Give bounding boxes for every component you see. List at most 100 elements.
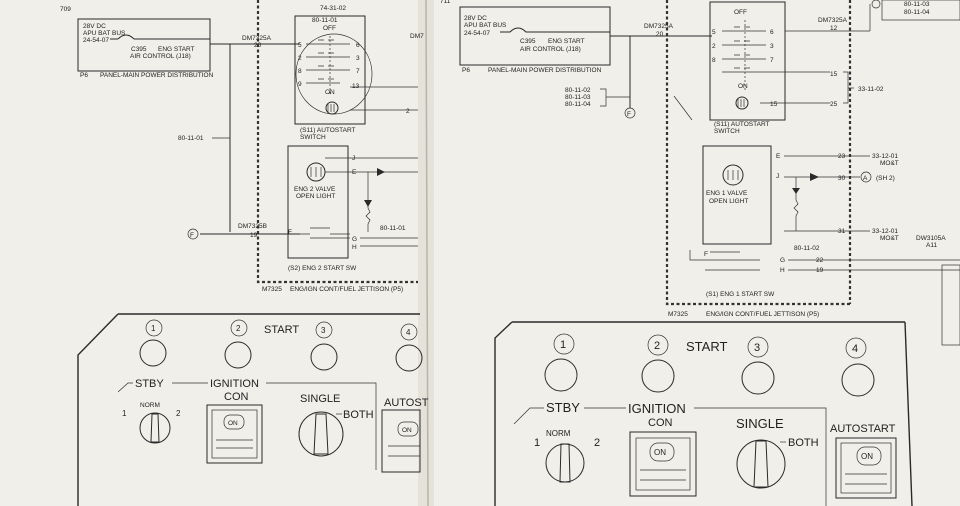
right-norm: NORM — [546, 429, 571, 438]
left-valve-block — [287, 145, 349, 259]
left-pin-l3: 8 — [298, 68, 302, 75]
left-con-switch-inner — [211, 409, 258, 459]
right-pin-r4: 15 — [770, 101, 778, 108]
left-pin-r2: 3 — [356, 55, 360, 62]
left-start-sw: (S2) ENG 2 START SW — [288, 265, 357, 272]
left-bus-ref: 24-54-07 — [83, 37, 109, 44]
right-wire-main-num: 20 — [656, 31, 664, 38]
right-module-name: ENG/IGN CONT/FUEL JETTISON (P5) — [706, 311, 819, 318]
left-page-number: 709 — [60, 6, 71, 13]
right-diode-2 — [792, 188, 800, 194]
right-pos1: 1 — [534, 437, 540, 449]
right-conn-f: F — [704, 251, 708, 258]
right-con-switch[interactable] — [629, 431, 697, 497]
right-bus: APU BAT BUS — [464, 22, 507, 29]
right-out-f-ref: 33-12-01 — [872, 228, 898, 235]
right-top-wire — [785, 4, 871, 32]
right-start-label: START — [686, 339, 727, 354]
right-con: CON — [648, 417, 673, 429]
right-edge-wire: DW3105A — [916, 235, 946, 242]
left-con: CON — [224, 391, 249, 403]
left-right-wire: DM7 — [410, 33, 424, 40]
right-start-switch-contacts — [689, 250, 760, 271]
left-ignition-knob[interactable] — [139, 412, 171, 444]
left-marker: F — [190, 232, 194, 239]
left-autostart-switch — [294, 15, 366, 125]
left-start-light-2 — [224, 341, 252, 369]
left-conn-j: J — [352, 155, 355, 162]
right-autostart-switch-inner — [840, 442, 892, 494]
left-ignition-knob-grip — [150, 413, 160, 443]
right-autostart-switch-face[interactable] — [835, 437, 897, 499]
right-valve-filament — [727, 170, 739, 180]
left-power-box — [77, 18, 211, 72]
right-lamp-filament — [737, 99, 745, 107]
right-marker-circle — [624, 107, 636, 119]
left-light-num-3-circle — [315, 321, 333, 339]
right-control-panel: 1 2 3 4 START STBY IGNITION NORM 1 2 CON… — [494, 321, 913, 506]
gutter-fold — [425, 0, 429, 506]
left-pin-l1: 5 — [298, 42, 302, 49]
right-cb: C395 — [520, 38, 536, 45]
right-pin-l1: 5 — [712, 29, 716, 36]
left-cb-label1: ENG START — [158, 46, 195, 53]
right-conn-e: E — [776, 153, 781, 160]
right-start-light-1 — [544, 358, 578, 392]
left-single: SINGLE — [300, 393, 340, 405]
left-breaker-symbol — [110, 34, 210, 40]
left-con-switch[interactable] — [206, 404, 263, 464]
left-conn-g: G — [352, 236, 357, 243]
right-valve-label1: ENG 1 VALVE — [706, 190, 748, 197]
left-switch-on: ON — [325, 89, 335, 96]
right-module-frame — [665, 0, 850, 306]
left-pin-r5: 2 — [406, 108, 410, 115]
left-con-on-lamp — [223, 414, 245, 430]
right-cb-label1: ENG START — [548, 38, 585, 45]
right-out-num-1: 15 — [830, 71, 838, 78]
left-start-switch-contacts — [300, 227, 350, 239]
left-module: M7325 — [262, 286, 282, 293]
right-autostart-switch — [709, 1, 786, 121]
right-con-on-lamp — [649, 442, 675, 462]
left-diode-2 — [364, 200, 372, 207]
left-start-selector[interactable] — [298, 411, 344, 457]
left-selector-grip — [313, 413, 329, 455]
right-autostart-on-lamp — [856, 446, 882, 466]
right-out-e-num: 23 — [838, 153, 846, 160]
left-conn-e: E — [352, 169, 357, 176]
right-out-f-sub: MO&T — [880, 235, 899, 242]
right-valve-block — [702, 145, 772, 245]
right-top-marker — [871, 0, 881, 9]
left-light-num-2-circle — [230, 319, 248, 337]
left-pin-r3: 7 — [356, 68, 360, 75]
left-valve-filament — [310, 167, 322, 177]
left-conn-f: F — [288, 229, 292, 236]
right-valve-light — [722, 164, 744, 186]
left-pos1: 1 — [122, 409, 127, 418]
right-cb-label2: AIR CONTROL (J18) — [520, 46, 581, 53]
left-start-light-4 — [395, 344, 423, 372]
right-light-num-4-circle — [845, 337, 867, 359]
right-light-num-2: 2 — [654, 340, 660, 352]
right-out-j-marker: A — [863, 175, 868, 182]
left-sheet: 709 28V DC APU BAT BUS 24-54-07 C395 ENG… — [60, 0, 424, 293]
right-wire-right-num: 12 — [830, 25, 838, 32]
right-pin-l3: 8 — [712, 57, 716, 64]
left-autostart-switch-face[interactable] — [381, 409, 421, 473]
right-start-light-2 — [641, 359, 675, 393]
right-pin-r2: 3 — [770, 43, 774, 50]
left-switch-word: SWITCH — [300, 134, 326, 141]
right-ref-l2: 80-11-03 — [565, 94, 591, 101]
right-out-g-num: 22 — [816, 257, 824, 264]
left-control-panel: 1 2 3 4 START STBY IGNITION NORM 1 2 CON… — [77, 313, 429, 506]
right-contact-ticks — [734, 26, 750, 69]
book-gutter — [418, 0, 434, 506]
right-out-j-circle — [860, 171, 872, 183]
right-single: SINGLE — [736, 416, 784, 431]
left-light-num-1: 1 — [151, 324, 156, 333]
left-autostart-on-lamp — [397, 421, 419, 437]
left-wire-b-label: DM7325B — [238, 223, 267, 230]
right-top-ref-box — [881, 0, 960, 21]
right-start-selector[interactable] — [736, 439, 786, 489]
